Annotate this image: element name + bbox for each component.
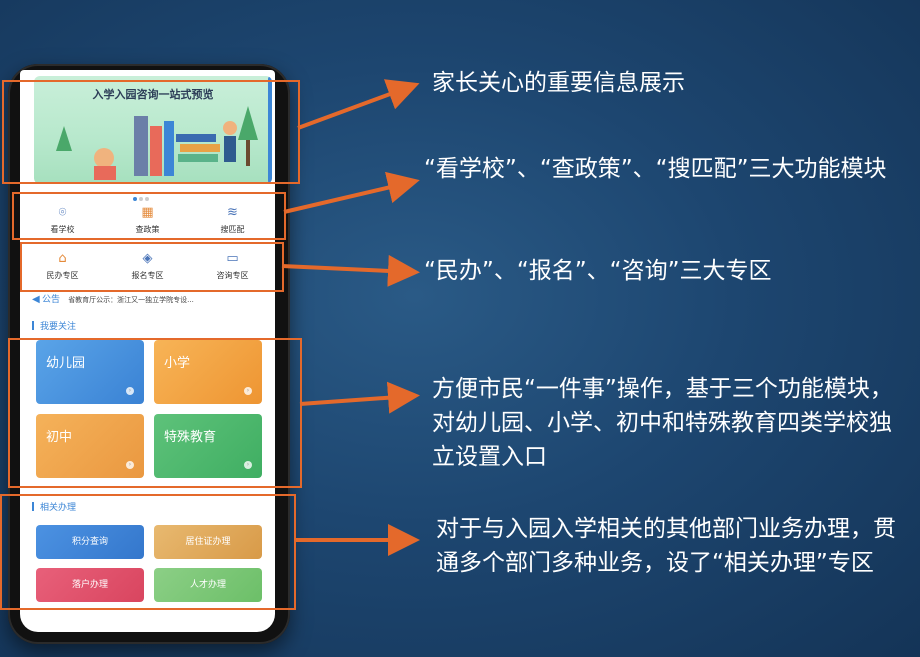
banner-next-slide bbox=[268, 76, 272, 184]
graduation-cap-icon: ◈ bbox=[142, 251, 153, 266]
annotation-related: 对于与入园入学相关的其他部门业务办理，贯通多个部门多种业务，设了“相关办理”专区 bbox=[436, 516, 896, 576]
arrow-2 bbox=[283, 171, 420, 214]
arrow-icon: › bbox=[244, 387, 252, 395]
talent-service-button[interactable]: 人才办理 bbox=[154, 568, 262, 602]
annotation-modules: “看学校”、“查政策”、“搜匹配”三大功能模块 bbox=[424, 156, 887, 182]
related-section-title: 相关办理 bbox=[32, 500, 76, 513]
notice-text: 省教育厅公示：浙江又一独立学院专设... bbox=[68, 296, 194, 304]
arrow-4 bbox=[299, 381, 420, 414]
banner-title: 入学入园咨询一站式预览 bbox=[92, 88, 214, 101]
module-label: 查政策 bbox=[135, 225, 160, 234]
app-screen: 入学入园咨询一站式预览 ⌾ 看学校 ▦ 查政策 ≋ bbox=[20, 70, 275, 632]
chat-bubble-icon: ▭ bbox=[226, 251, 239, 266]
tile-kindergarten[interactable]: 幼儿园› bbox=[36, 340, 144, 404]
zone-consult[interactable]: ▭ 咨询专区 bbox=[193, 250, 273, 281]
points-query-button[interactable]: 积分查询 bbox=[36, 525, 144, 559]
location-pin-icon: ⌾ bbox=[58, 205, 67, 220]
zone-private[interactable]: ⌂ 民办专区 bbox=[23, 250, 103, 281]
zone-register[interactable]: ◈ 报名专区 bbox=[108, 250, 188, 281]
function-module-row: ⌾ 看学校 ▦ 查政策 ≋ 搜匹配 bbox=[20, 204, 275, 235]
banner[interactable]: 入学入园咨询一站式预览 bbox=[34, 76, 272, 184]
focus-section-title: 我要关注 bbox=[32, 319, 76, 332]
arrow-1 bbox=[297, 79, 420, 130]
highlight-school-tiles bbox=[8, 338, 302, 488]
highlight-banner bbox=[2, 80, 300, 184]
zone-label: 咨询专区 bbox=[216, 271, 249, 280]
module-search-match[interactable]: ≋ 搜匹配 bbox=[193, 204, 273, 235]
school-building-icon: ⌂ bbox=[58, 251, 67, 266]
zone-label: 民办专区 bbox=[46, 271, 79, 280]
module-look-school[interactable]: ⌾ 看学校 bbox=[23, 204, 103, 235]
zone-row: ⌂ 民办专区 ◈ 报名专区 ▭ 咨询专区 bbox=[20, 250, 275, 281]
arrow-icon: › bbox=[126, 387, 134, 395]
household-registration-button[interactable]: 落户办理 bbox=[36, 568, 144, 602]
module-label: 看学校 bbox=[50, 225, 75, 234]
tile-primary[interactable]: 小学› bbox=[154, 340, 262, 404]
annotation-school-tiles: 方便市民“一件事”操作，基于三个功能模块，对幼儿园、小学、初中和特殊教育四类学校… bbox=[432, 376, 893, 470]
notice-bar[interactable]: ◀ 公告 省教育厅公示：浙江又一独立学院专设... bbox=[32, 292, 268, 306]
arrow-icon: › bbox=[244, 461, 252, 469]
module-label: 搜匹配 bbox=[220, 225, 245, 234]
speaker-icon: ◀ bbox=[32, 294, 40, 305]
notice-tag: 公告 bbox=[41, 295, 60, 305]
residence-permit-button[interactable]: 居住证办理 bbox=[154, 525, 262, 559]
highlight-related bbox=[0, 494, 296, 610]
banner-illustration bbox=[56, 106, 258, 180]
annotation-banner: 家长关心的重要信息展示 bbox=[432, 70, 685, 96]
tile-special-education[interactable]: 特殊教育› bbox=[154, 414, 262, 478]
highlight-modules bbox=[12, 192, 286, 240]
zone-label: 报名专区 bbox=[131, 271, 164, 280]
module-check-policy[interactable]: ▦ 查政策 bbox=[108, 204, 188, 235]
arrow-icon: › bbox=[126, 461, 134, 469]
annotation-zones: “民办”、“报名”、“咨询”三大专区 bbox=[424, 258, 772, 284]
arrow-3 bbox=[281, 254, 420, 287]
layers-icon: ≋ bbox=[227, 205, 238, 220]
policy-grid-icon: ▦ bbox=[141, 205, 154, 220]
carousel-indicator bbox=[132, 186, 150, 205]
tile-middle[interactable]: 初中› bbox=[36, 414, 144, 478]
